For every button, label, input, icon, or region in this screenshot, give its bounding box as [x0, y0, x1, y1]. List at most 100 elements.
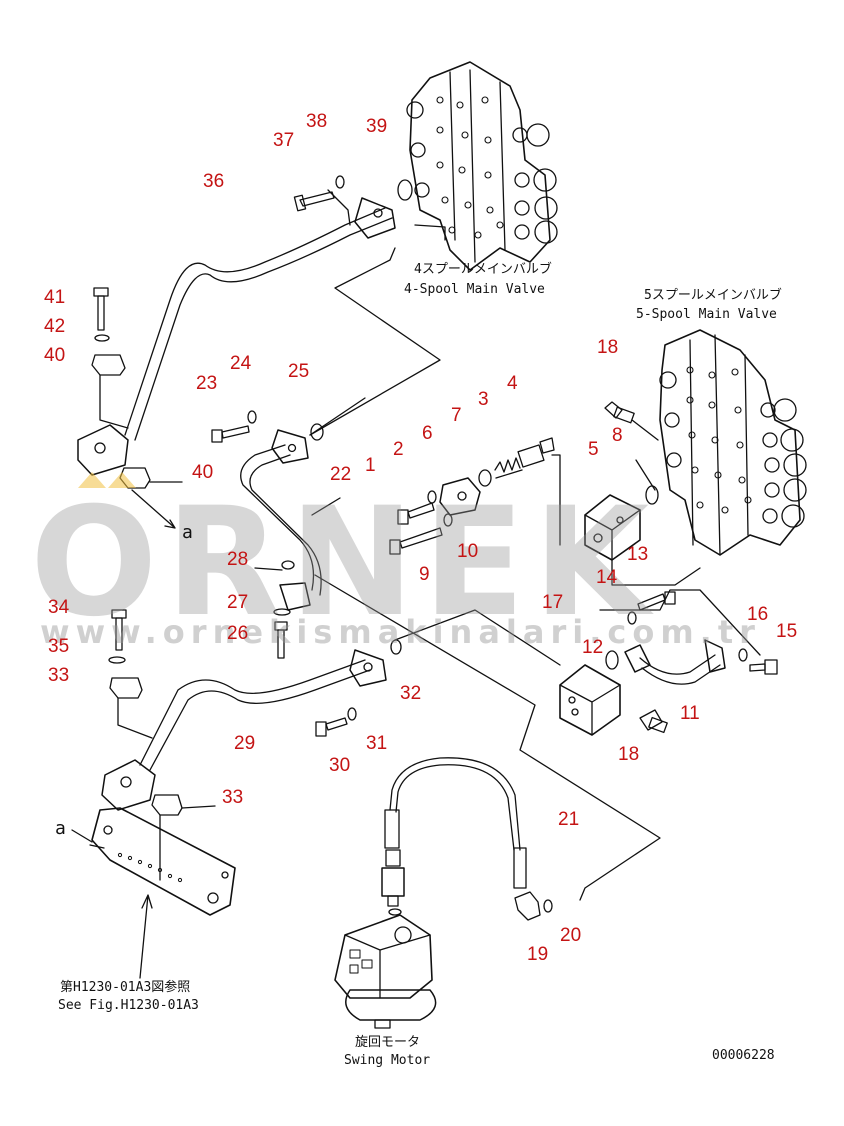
callout-21: 21 [558, 809, 580, 830]
bolt-9 [389, 527, 443, 555]
pipe-22 [240, 397, 366, 611]
callout-18-top: 18 [597, 337, 619, 358]
callout-24: 24 [230, 353, 252, 374]
callout-40-top: 40 [44, 345, 66, 366]
see-fig-label-jp: 第H1230-01A3図参照 [60, 980, 191, 995]
ref-a-top-label: a [182, 522, 193, 543]
bolt-30 [315, 717, 348, 737]
callout-19: 19 [527, 944, 549, 965]
fitting-18-top [604, 401, 659, 441]
pipe-29 [101, 649, 387, 811]
clamp-33-top [109, 677, 153, 739]
callout-8: 8 [612, 425, 623, 446]
callout-40-bottom: 40 [192, 462, 214, 483]
valve-4 [517, 437, 555, 468]
bolt-37 [293, 191, 335, 212]
bolt-23 [211, 425, 250, 443]
callout-33-bottom: 33 [222, 787, 244, 808]
ref-a-bottom-label: a [55, 818, 66, 839]
washer-35 [108, 656, 126, 664]
washer-27 [273, 608, 291, 616]
block-5 [584, 494, 641, 561]
bolt-15 [749, 659, 778, 675]
callout-23: 23 [196, 373, 218, 394]
block-17 [559, 664, 621, 736]
drawing-number: 00006228 [712, 1048, 775, 1063]
callout-17: 17 [542, 592, 564, 613]
callout-2: 2 [393, 439, 404, 460]
callout-16: 16 [747, 604, 769, 625]
callout-10: 10 [457, 541, 479, 562]
o-ring-20 [543, 899, 553, 913]
swing-motor [334, 914, 437, 1029]
swing-motor-label-jp: 旋回モータ [355, 1035, 421, 1050]
callout-1: 1 [365, 455, 376, 476]
watermark-url: www.ornekismakinalari.com.tr [40, 613, 761, 651]
callout-30: 30 [329, 755, 351, 776]
clamp-40-top [91, 354, 129, 429]
callout-38: 38 [306, 111, 328, 132]
washer-10 [443, 513, 453, 527]
washer-2 [427, 490, 437, 504]
callout-35: 35 [48, 636, 70, 657]
callout-22: 22 [330, 464, 352, 485]
bolt-1 [397, 502, 435, 525]
callout-6: 6 [422, 423, 433, 444]
bracket-plate [89, 807, 236, 916]
callout-9: 9 [419, 564, 430, 585]
callout-36: 36 [203, 171, 225, 192]
watermark-text: ORNEK [30, 476, 658, 650]
washer-24 [247, 410, 257, 424]
callout-15: 15 [776, 621, 798, 642]
main-valve-4-label-jp: 4スプールメインバルブ [414, 262, 552, 277]
callout-41: 41 [44, 287, 66, 308]
washer-14 [627, 611, 637, 625]
fitting-19 [514, 891, 541, 921]
o-ring-39 [397, 179, 413, 201]
callout-14: 14 [596, 567, 618, 588]
callout-11: 11 [680, 703, 700, 724]
o-ring-25 [310, 423, 324, 441]
main-valve-4-label-en: 4-Spool Main Valve [404, 282, 545, 297]
callout-25: 25 [288, 361, 310, 382]
swing-motor-label-en: Swing Motor [344, 1053, 431, 1068]
callout-13: 13 [627, 544, 649, 565]
washer-16 [738, 648, 748, 662]
callout-37: 37 [273, 130, 295, 151]
callout-26: 26 [227, 623, 249, 644]
o-ring-28 [281, 560, 295, 570]
flange-6 [439, 477, 481, 516]
main-valve-5-spool [659, 329, 807, 556]
washer-31 [347, 707, 357, 721]
spring-3 [494, 457, 523, 479]
main-valve-4-spool [406, 61, 558, 271]
callout-34: 34 [48, 597, 70, 618]
see-fig-label-en: See Fig.H1230-01A3 [58, 998, 199, 1013]
callout-32: 32 [400, 683, 422, 704]
ref-arrow-a-bottom [71, 829, 93, 843]
callout-7: 7 [451, 405, 462, 426]
pipe-36 [77, 197, 446, 476]
callout-5: 5 [588, 439, 599, 460]
callout-3: 3 [478, 389, 489, 410]
clamp-33-bottom [151, 794, 216, 881]
callout-33-top: 33 [48, 665, 70, 686]
pipe-11 [624, 639, 726, 685]
callout-18-bottom: 18 [618, 744, 640, 765]
fitting-18-bottom [639, 709, 668, 734]
washer-42 [94, 334, 110, 342]
callout-12: 12 [582, 637, 604, 658]
callout-29: 29 [234, 733, 256, 754]
ref-arrow-a-top [131, 489, 176, 529]
bolt-34 [111, 609, 127, 651]
bolt-41 [93, 287, 109, 331]
bolt-13 [637, 591, 676, 611]
callout-39: 39 [366, 116, 388, 137]
hose-21 [384, 757, 527, 889]
o-ring-7 [478, 469, 492, 487]
callout-27: 27 [227, 592, 249, 613]
callout-31: 31 [366, 733, 388, 754]
callout-42: 42 [44, 316, 66, 337]
